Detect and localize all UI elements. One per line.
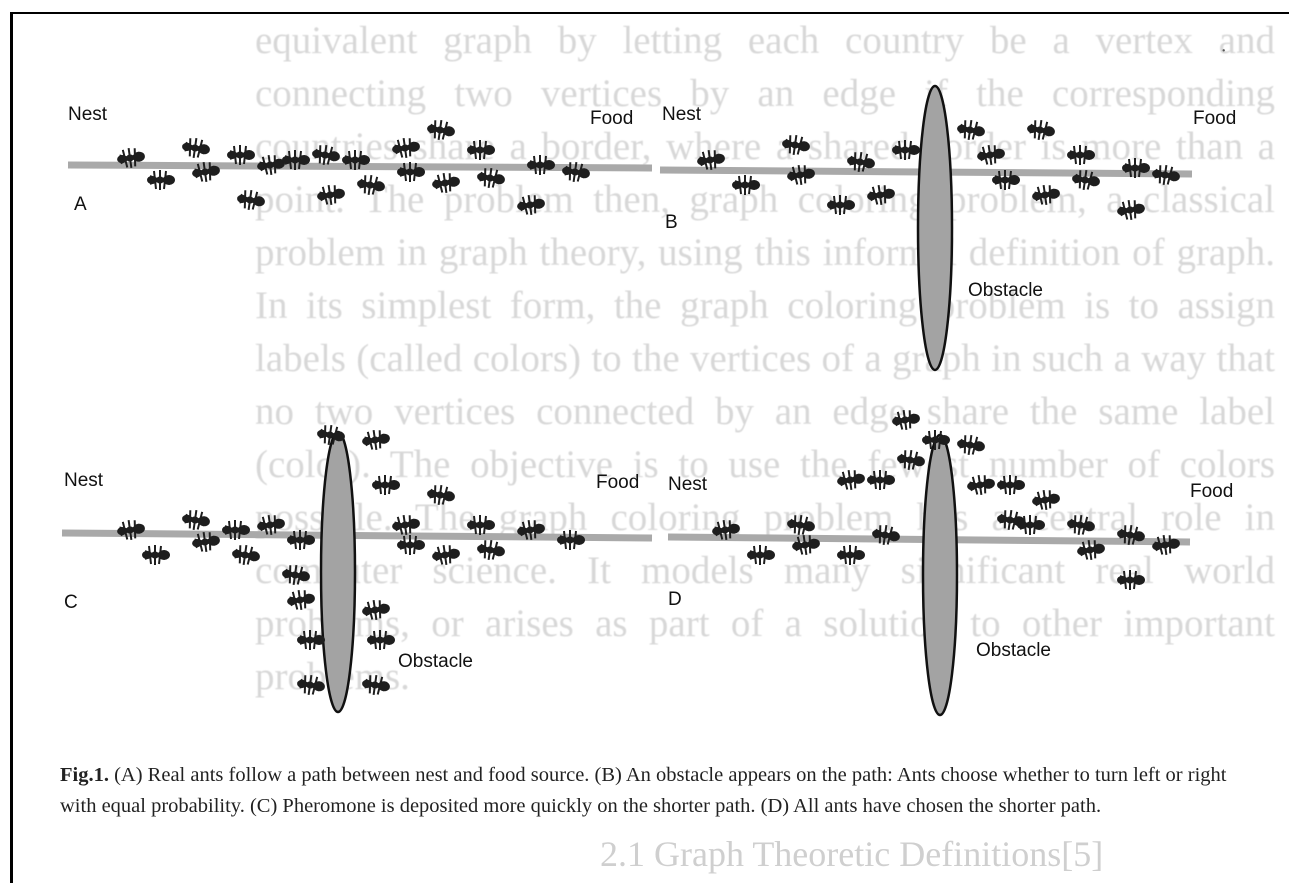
ant-icon: [891, 408, 922, 432]
ant-icon: [361, 428, 392, 452]
nest-label: Nest: [68, 104, 108, 125]
food-label: Food: [590, 108, 633, 129]
ant-icon: [1031, 183, 1062, 207]
ant-icon: [966, 473, 997, 497]
ant-icon: [956, 433, 987, 457]
obstacle: [918, 86, 952, 370]
ant-icon: [467, 140, 495, 160]
panel-label: D: [668, 589, 682, 610]
ant-icon: [976, 143, 1007, 167]
ant-icon: [391, 136, 422, 160]
ant-icon: [1117, 570, 1145, 590]
ant-icon: [786, 513, 817, 537]
ant-icon: [361, 598, 392, 622]
ant-icon: [367, 630, 395, 650]
panel-c: Nest Food C Obstacle: [62, 423, 652, 712]
ant-icon: [142, 545, 170, 565]
ant-icon: [836, 468, 867, 492]
ant-colony-diagram: Nest Food A Nest Food B Obstacle Nest Fo…: [0, 0, 1289, 760]
nest-label: Nest: [64, 470, 104, 491]
ant-icon: [431, 171, 462, 195]
ant-icon: [227, 145, 255, 165]
figure-label: Fig.1.: [60, 764, 109, 786]
ant-icon: [892, 140, 920, 160]
ant-icon: [527, 155, 555, 175]
ant-icon: [181, 136, 212, 160]
panel-label: C: [64, 592, 78, 613]
ant-icon: [1031, 488, 1062, 512]
ant-icon: [1116, 198, 1147, 222]
ant-icon: [372, 475, 400, 495]
ant-icon: [781, 133, 812, 157]
ant-icon: [467, 515, 495, 535]
ant-icon: [732, 175, 760, 195]
nest-label: Nest: [662, 104, 702, 125]
panel-label: B: [665, 212, 678, 233]
obstacle: [923, 435, 957, 715]
ant-icon: [426, 118, 457, 142]
ant-icon: [997, 475, 1025, 495]
panel-d: Nest Food D Obstacle: [668, 408, 1233, 715]
ant-icon: [866, 183, 897, 207]
ant-icon: [316, 183, 347, 207]
ant-icon: [431, 543, 462, 567]
ant-icon: [837, 545, 865, 565]
ant-icon: [181, 508, 212, 532]
obstacle-label: Obstacle: [398, 651, 473, 672]
figure-caption: Fig.1. (A) Real ants follow a path betwe…: [60, 760, 1260, 822]
ant-icon: [476, 538, 507, 562]
ant-icon: [356, 173, 387, 197]
obstacle: [321, 432, 355, 712]
ant-icon: [557, 530, 585, 550]
ant-icon: [281, 563, 312, 587]
background-heading: 2.1 Graph Theoretic Definitions[5]: [600, 833, 1103, 875]
ant-icon: [256, 153, 287, 177]
ant-icon: [561, 160, 592, 184]
ant-icon: [297, 630, 325, 650]
ant-icon: [236, 188, 267, 212]
ant-icon: [1067, 145, 1095, 165]
obstacle-label: Obstacle: [976, 640, 1051, 661]
panel-b: Nest Food B Obstacle: [660, 86, 1236, 370]
food-label: Food: [596, 472, 639, 493]
ant-icon: [896, 448, 927, 472]
nest-label: Nest: [668, 474, 708, 495]
ant-icon: [867, 470, 895, 490]
ant-icon: [786, 163, 817, 187]
ant-icon: [827, 195, 855, 215]
ant-icon: [1066, 513, 1097, 537]
ant-icon: [296, 673, 327, 697]
ant-icon: [871, 523, 902, 547]
caption-text: (A) Real ants follow a path between nest…: [60, 764, 1226, 817]
ant-icon: [286, 588, 317, 612]
panel-a: Nest Food A: [68, 104, 652, 217]
ant-icon: [516, 193, 547, 217]
obstacle-label: Obstacle: [968, 280, 1043, 301]
ant-icon: [1151, 163, 1182, 187]
ant-icon: [1026, 118, 1057, 142]
ant-icon: [231, 543, 262, 567]
food-label: Food: [1193, 108, 1236, 129]
ant-icon: [361, 673, 392, 697]
ant-icon: [426, 483, 457, 507]
ant-icon: [1151, 533, 1182, 557]
food-label: Food: [1190, 481, 1233, 502]
ant-icon: [747, 545, 775, 565]
ant-icon: [956, 118, 987, 142]
ant-icon: [147, 170, 175, 190]
panel-label: A: [74, 194, 87, 215]
ant-icon: [116, 518, 147, 542]
